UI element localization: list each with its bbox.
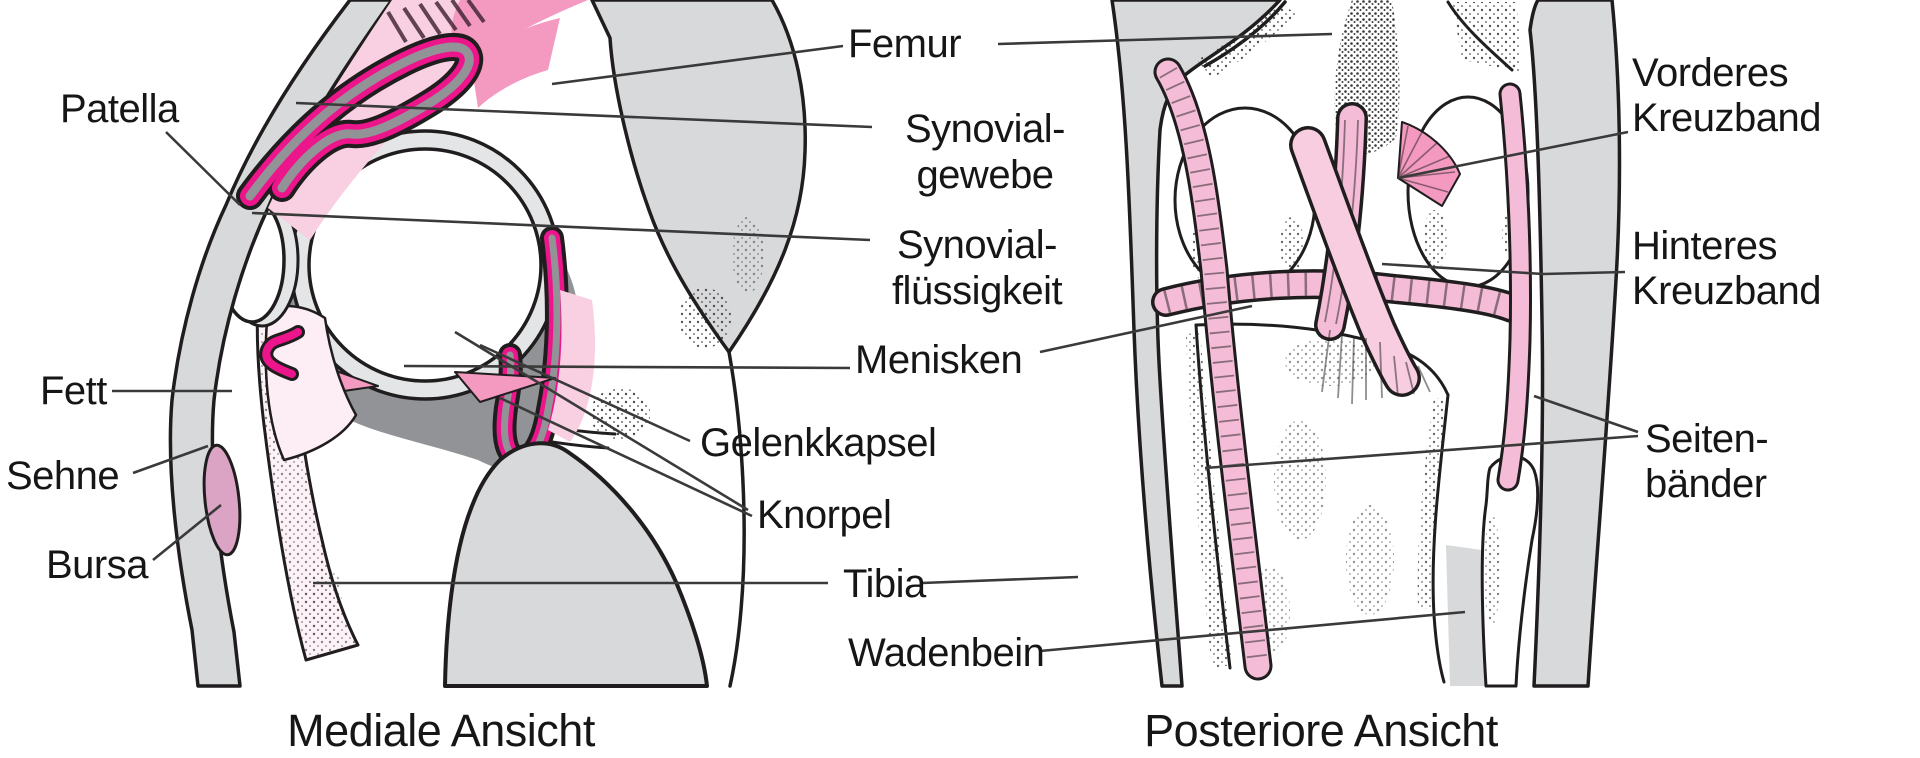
popliteal-fringe <box>1321 329 1431 405</box>
posterior-view-illustration <box>1110 0 1622 688</box>
label-synovialfluessigkeit-line2: flüssigkeit <box>892 269 1063 313</box>
tibia-fibula-gap <box>1446 545 1486 686</box>
acl-fan <box>1397 121 1461 207</box>
label-synovialgewebe-line2: gewebe <box>916 153 1053 197</box>
caption-posterior-view: Posteriore Ansicht <box>1144 705 1499 756</box>
infrapatellar-fold <box>259 325 305 381</box>
muscle-striations <box>386 0 486 44</box>
stipple-shaft-right <box>1452 2 1521 72</box>
label-synovialgewebe-line1: Synovial- <box>905 107 1065 151</box>
leader-femur-left <box>551 44 844 86</box>
leader-seitenbaender-1 <box>1533 394 1639 434</box>
stipple-patch <box>1484 515 1500 625</box>
quadriceps-tendon <box>268 0 588 240</box>
stipple-patch <box>679 288 731 348</box>
stipple-patch <box>1346 505 1394 615</box>
leader-synovialfluessigkeit <box>251 211 871 242</box>
label-hinteres-kreuzband-line2: Kreuzband <box>1632 269 1821 313</box>
fat-pad <box>264 304 358 462</box>
stipple-patch <box>732 217 764 293</box>
leader-menisken-right <box>1039 304 1253 354</box>
stipple-patch <box>1274 420 1326 540</box>
leader-hinteres-kreuzband <box>1381 262 1626 276</box>
label-patella: Patella <box>60 87 180 131</box>
leader-knorpel-2 <box>499 396 753 518</box>
suprapatellar-pouch <box>236 33 484 210</box>
stipple-tibia-right <box>1417 398 1448 610</box>
leader-synovialgewebe <box>295 101 873 129</box>
leader-vorderes-kreuzband <box>1397 130 1629 180</box>
stipple-patch <box>1280 217 1304 273</box>
label-menisken: Menisken <box>855 338 1022 382</box>
leader-wadenbein <box>1039 610 1466 653</box>
labels: Patella Fett Sehne Bursa Femur Synovial-… <box>6 22 1821 756</box>
leader-lines <box>112 32 1639 653</box>
leader-tibia-right <box>921 575 1079 585</box>
leader-patella <box>165 131 241 206</box>
caption-medial-view: Mediale Ansicht <box>287 705 596 756</box>
label-gelenkkapsel: Gelenkkapsel <box>700 421 936 465</box>
skin-right-band <box>1528 0 1622 688</box>
stipple-patch <box>1423 210 1447 270</box>
meniscus-posterior <box>454 371 556 403</box>
label-hinteres-kreuzband-line1: Hinteres <box>1632 224 1777 268</box>
bursa-shape <box>202 443 242 557</box>
lateral-collateral-ligament <box>1496 82 1533 492</box>
label-vorderes-kreuzband-line2: Kreuzband <box>1632 96 1821 140</box>
stipple-patch <box>1285 338 1375 386</box>
posterior-cruciate-band <box>1289 126 1421 397</box>
stipple-tibia-left <box>1186 330 1232 668</box>
stipple-patch <box>302 560 342 640</box>
leader-sehne <box>132 444 209 475</box>
leader-menisken-left <box>403 364 851 370</box>
leader-seitenbaender-2 <box>1204 434 1639 470</box>
femur-condyle-bone <box>307 147 543 383</box>
calf-outline <box>727 350 746 688</box>
label-bursa: Bursa <box>46 543 149 587</box>
fibula-bone <box>1480 454 1540 688</box>
label-tibia: Tibia <box>843 562 927 606</box>
quadriceps-muscle <box>470 18 560 108</box>
leader-bursa <box>152 503 222 562</box>
label-knorpel: Knorpel <box>757 493 891 537</box>
tibia-medial <box>443 441 709 688</box>
label-fett: Fett <box>40 369 107 413</box>
medial-collateral-ligament <box>1153 57 1273 681</box>
label-synovialfluessigkeit-line1: Synovial- <box>897 223 1057 267</box>
stipple-shaft-left <box>1197 4 1296 78</box>
label-seitenbaender-line1: Seiten- <box>1645 417 1768 461</box>
label-vorderes-kreuzband-line1: Vorderes <box>1632 51 1788 95</box>
label-femur: Femur <box>848 22 961 66</box>
leader-knorpel-1 <box>454 330 749 512</box>
leader-femur-right <box>997 32 1333 46</box>
medial-view-illustration <box>168 0 807 688</box>
label-seitenbaender-line2: bänder <box>1645 462 1767 506</box>
label-wadenbein: Wadenbein <box>848 631 1044 675</box>
label-sehne: Sehne <box>6 454 119 498</box>
leader-gelenkkapsel <box>479 343 691 443</box>
